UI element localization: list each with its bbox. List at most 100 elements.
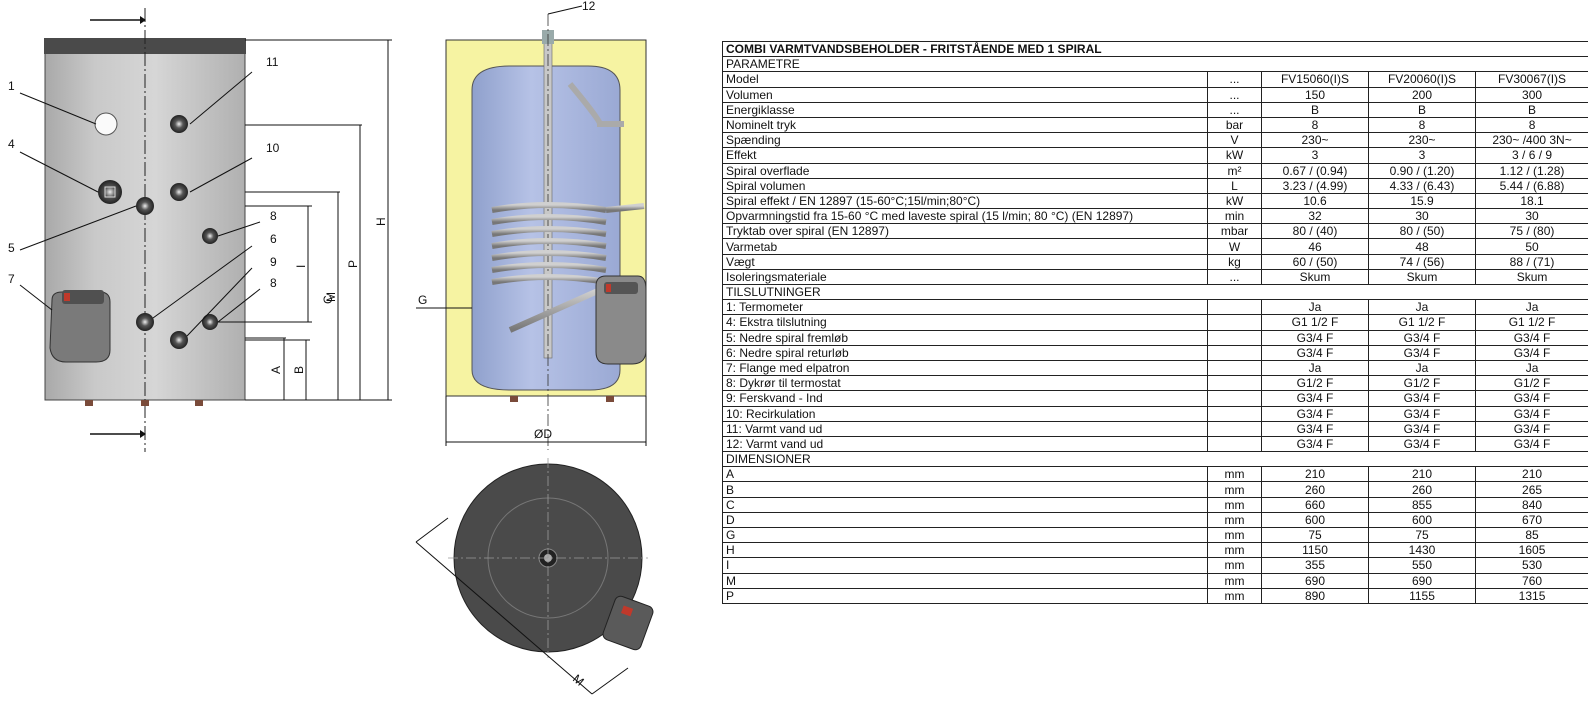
param-value: 5.44 / (6.88) xyxy=(1474,177,1588,194)
param-value: G3/4 F xyxy=(1368,329,1476,346)
port-9 xyxy=(170,331,188,349)
param-value: G1 1/2 F xyxy=(1474,314,1588,331)
param-value: 74 / (56) xyxy=(1368,253,1476,270)
tank-lid xyxy=(44,38,246,54)
param-value: 210 xyxy=(1368,466,1476,483)
param-name: G xyxy=(722,526,1208,544)
port-10 xyxy=(170,183,188,201)
param-unit: L xyxy=(1207,177,1262,194)
param-unit xyxy=(1207,405,1262,422)
port-4 xyxy=(98,180,122,204)
port-6 xyxy=(136,313,154,331)
param-value: 4.33 / (6.43) xyxy=(1368,177,1476,194)
param-value: Ja xyxy=(1368,359,1476,377)
param-value: FV15060(I)S xyxy=(1261,71,1369,88)
param-value: 80 / (50) xyxy=(1368,223,1476,240)
param-name: Model xyxy=(722,71,1208,88)
callout-11: 11 xyxy=(266,55,279,69)
param-value: 88 / (71) xyxy=(1474,253,1588,270)
param-unit: kW xyxy=(1207,192,1262,210)
param-value: 1605 xyxy=(1474,542,1588,559)
param-unit: mm xyxy=(1207,481,1262,498)
callout-4: 4 xyxy=(8,137,15,151)
param-name: Isoleringsmateriale xyxy=(722,268,1208,286)
param-value: G1/2 F xyxy=(1368,375,1476,392)
param-value: 690 xyxy=(1261,572,1369,589)
param-name: Effekt xyxy=(722,147,1208,164)
param-value: B xyxy=(1261,101,1369,118)
param-value: 890 xyxy=(1261,587,1369,604)
param-unit: m² xyxy=(1207,162,1262,179)
param-value: G1 1/2 F xyxy=(1368,314,1476,331)
param-value: 600 xyxy=(1261,511,1369,529)
param-name: Nominelt tryk xyxy=(722,116,1208,134)
param-unit: ... xyxy=(1207,71,1262,88)
param-value: G3/4 F xyxy=(1368,435,1476,453)
param-value: Ja xyxy=(1474,359,1588,377)
section-header: DIMENSIONER xyxy=(721,451,1588,468)
param-name: D xyxy=(722,511,1208,529)
port-8-lower xyxy=(202,314,218,330)
param-unit xyxy=(1207,420,1262,437)
param-unit: mm xyxy=(1207,572,1262,589)
param-value: 75 xyxy=(1368,526,1476,544)
param-value: FV20060(I)S xyxy=(1368,71,1476,88)
param-unit: ... xyxy=(1207,86,1262,103)
param-value: 80 / (40) xyxy=(1261,223,1369,240)
param-value: 85 xyxy=(1474,526,1588,544)
param-value: 3 / 6 / 9 xyxy=(1474,147,1588,164)
param-value: FV30067(I)S xyxy=(1474,71,1588,88)
param-value: 150 xyxy=(1261,86,1369,103)
param-unit xyxy=(1207,359,1262,377)
param-value: 355 xyxy=(1261,557,1369,574)
port-11 xyxy=(170,115,188,133)
param-name: Varmetab xyxy=(722,238,1208,255)
param-name: H xyxy=(722,542,1208,559)
param-value: G1 1/2 F xyxy=(1261,314,1369,331)
param-value: 75 xyxy=(1261,526,1369,544)
param-value: 260 xyxy=(1261,481,1369,498)
param-unit: min xyxy=(1207,208,1262,225)
section-header: PARAMETRE xyxy=(721,56,1588,73)
param-value: G3/4 F xyxy=(1261,435,1369,453)
param-name: 7: Flange med elpatron xyxy=(722,359,1208,377)
dim-g: G xyxy=(418,293,427,307)
param-value: G1/2 F xyxy=(1474,375,1588,392)
param-unit xyxy=(1207,314,1262,331)
flange-heater xyxy=(49,291,111,363)
param-value: 15.9 xyxy=(1368,192,1476,210)
param-name: 11: Varmt vand ud xyxy=(722,420,1208,437)
param-name: Spiral overflade xyxy=(722,162,1208,179)
callout-7: 7 xyxy=(8,272,15,286)
param-unit xyxy=(1207,390,1262,407)
param-name: 5: Nedre spiral fremløb xyxy=(722,329,1208,346)
param-name: Spænding xyxy=(722,132,1208,149)
param-value: 210 xyxy=(1261,466,1369,483)
param-unit: ... xyxy=(1207,268,1262,286)
param-unit: mm xyxy=(1207,542,1262,559)
param-value: 1155 xyxy=(1368,587,1476,604)
param-value: 8 xyxy=(1261,116,1369,134)
param-value: 200 xyxy=(1368,86,1476,103)
param-value: 30 xyxy=(1474,208,1588,225)
param-value: G3/4 F xyxy=(1261,405,1369,422)
spec-table: COMBI VARMTVANDSBEHOLDER - FRITSTÅENDE M… xyxy=(721,40,1588,604)
section-header-row: TILSLUTNINGER xyxy=(721,283,1588,301)
